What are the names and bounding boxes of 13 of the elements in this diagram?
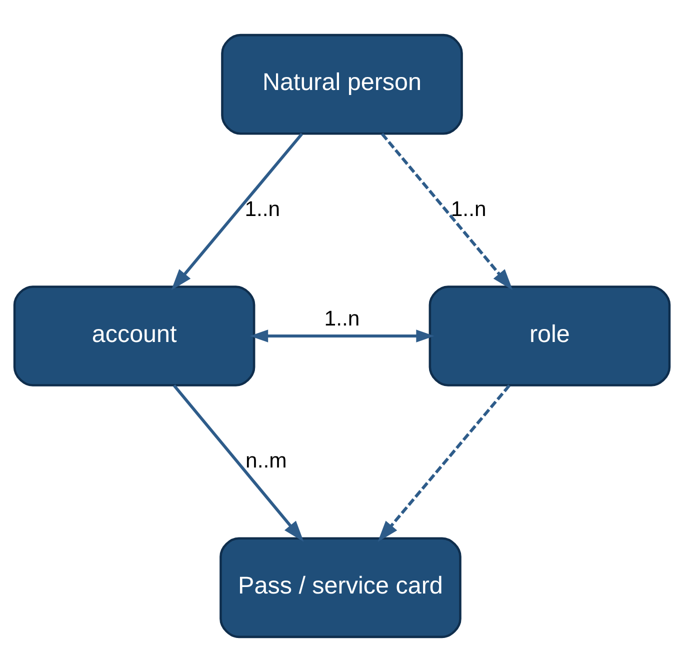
arrow bbox=[172, 384, 304, 542]
edge-label: 1..n bbox=[244, 197, 280, 220]
edge-label: n..m bbox=[246, 448, 287, 472]
edge-label: 1..n bbox=[324, 307, 360, 330]
arrow bbox=[380, 132, 513, 290]
node-box: Natural person bbox=[221, 33, 463, 134]
node-box: role bbox=[428, 285, 671, 386]
node-box: Pass / service card bbox=[220, 536, 462, 638]
edge-label: 1..n bbox=[450, 197, 486, 220]
arrow bbox=[250, 329, 434, 342]
arrow bbox=[378, 384, 511, 542]
arrow bbox=[171, 132, 304, 290]
node-box: account bbox=[13, 285, 256, 386]
